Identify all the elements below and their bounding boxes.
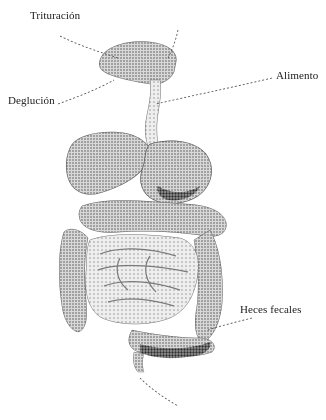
- esophagus: [145, 80, 161, 146]
- label-alimento: Alimento: [276, 70, 318, 82]
- pointer-anus: [140, 378, 178, 406]
- transverse-colon: [79, 200, 226, 236]
- pointer-deglucion: [58, 80, 114, 104]
- ascending-colon: [59, 229, 88, 332]
- anal-canal: [133, 352, 144, 372]
- label-deglucion: Deglución: [8, 95, 55, 107]
- descending-colon: [194, 230, 223, 342]
- pointer-alimento: [156, 78, 272, 104]
- mouth-cavity: [99, 42, 176, 85]
- label-trituracion: Trituración: [30, 10, 80, 22]
- label-heces-fecales: Heces fecales: [240, 304, 301, 316]
- liver: [66, 132, 149, 194]
- small-intestine: [86, 235, 199, 325]
